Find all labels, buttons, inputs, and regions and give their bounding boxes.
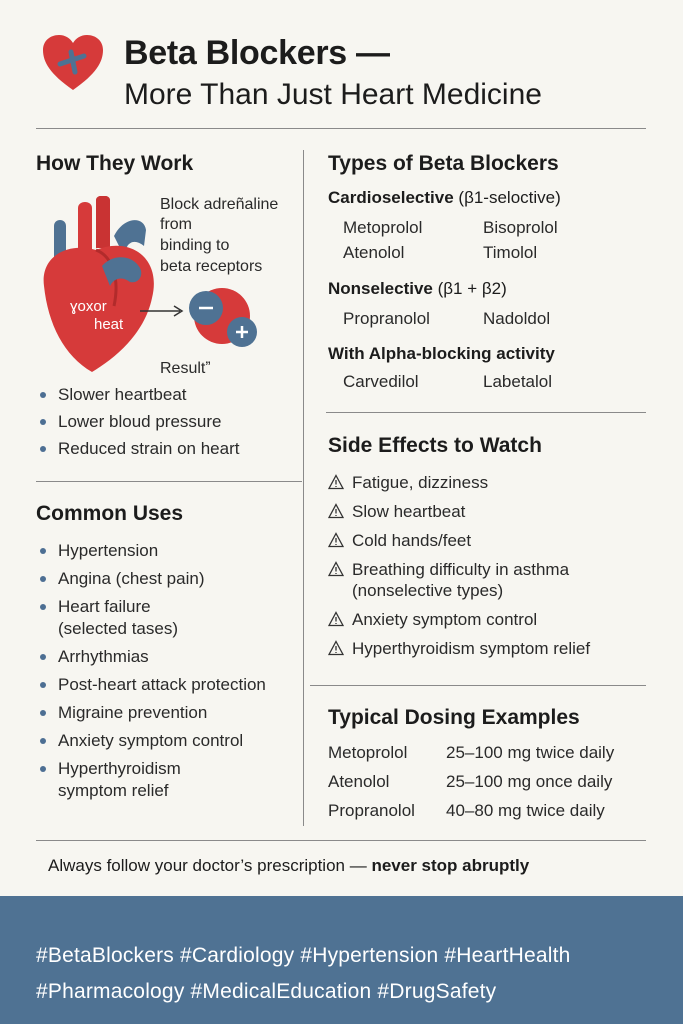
heart-logo-icon xyxy=(40,32,106,94)
list-item: Migraine prevention xyxy=(36,702,266,724)
list-item: Heart failure(selected tases) xyxy=(36,596,266,640)
types-heading: Types of Beta Blockers xyxy=(328,152,559,175)
heart-label-line1: ɣoxor xyxy=(70,298,107,315)
mechanism-line4: beta receptors xyxy=(160,258,263,275)
dosing-dose: 25–100 mg once daily xyxy=(446,772,613,791)
warning-icon xyxy=(328,503,344,519)
drug-name: Propranolol xyxy=(343,309,430,328)
mechanism-line3: binding to xyxy=(160,237,230,254)
results-list: Slower heartbeat Lower bloud pressure Re… xyxy=(36,384,239,460)
how-they-work-heading: How They Work xyxy=(36,152,194,175)
drug-name: Atenolol xyxy=(343,243,405,262)
warning-icon xyxy=(328,474,344,490)
hashtag-banner: #BetaBlockers #Cardiology #Hypertension … xyxy=(0,896,683,1024)
beta-receptor-icon xyxy=(186,286,266,350)
drug-name: Bisoprolol xyxy=(483,218,558,237)
cardioselective-label: Cardioselective (β1-seloctive) xyxy=(328,188,561,207)
nonselective-label: Nonselective (β1 + β2) xyxy=(328,279,507,298)
list-item: Post-heart attack protection xyxy=(36,674,266,696)
heart-illustration-icon xyxy=(34,195,164,376)
dosing-drug: Metoprolol xyxy=(328,743,408,762)
list-item: Lower bloud pressure xyxy=(36,411,239,433)
page-title: Beta Blockers — xyxy=(124,34,390,72)
arrow-right-icon xyxy=(140,304,186,318)
list-item: Breathing difficulty in asthma(nonselect… xyxy=(326,559,590,601)
list-item: Reduced strain on heart xyxy=(36,438,239,460)
side-effects-list: Fatigue, dizziness Slow heartbeat Cold h… xyxy=(326,472,590,659)
hashtags-line1: #BetaBlockers #Cardiology #Hypertension … xyxy=(36,944,571,967)
hashtags-line2: #Pharmacology #MedicalEducation #DrugSaf… xyxy=(36,980,497,1003)
list-item: Anxiety symptom control xyxy=(326,609,590,630)
list-item: Angina (chest pain) xyxy=(36,568,266,590)
warning-icon xyxy=(328,561,344,577)
dosing-drug: Propranolol xyxy=(328,801,415,820)
result-label: Resultˮ xyxy=(160,360,211,377)
drug-name: Metoprolol xyxy=(343,218,423,237)
mechanism-line1: Block adreñaline xyxy=(160,196,279,213)
drug-name: Carvedilol xyxy=(343,372,419,391)
column-divider xyxy=(303,150,304,826)
common-uses-list: Hypertension Angina (chest pain) Heart f… xyxy=(36,540,266,802)
list-item: Fatigue, dizziness xyxy=(326,472,590,493)
common-uses-heading: Common Uses xyxy=(36,502,184,525)
footer-divider xyxy=(36,840,646,841)
footer-note: Always follow your doctor’s prescription… xyxy=(48,856,530,875)
list-item: Hyperthyroidism symptom relief xyxy=(326,638,590,659)
dosing-dose: 40–80 mg twice daily xyxy=(446,801,605,820)
list-item: Hypertension xyxy=(36,540,266,562)
right-section-divider-2 xyxy=(310,685,646,686)
right-section-divider-1 xyxy=(326,412,646,413)
alpha-blocking-label: With Alpha-blocking activity xyxy=(328,344,555,363)
dosing-drug: Atenolol xyxy=(328,772,390,791)
drug-name: Nadoldol xyxy=(483,309,551,328)
heart-label-line2: heat xyxy=(94,316,124,333)
drug-name: Timolol xyxy=(483,243,538,262)
warning-icon xyxy=(328,611,344,627)
list-item: Slower heartbeat xyxy=(36,384,239,406)
list-item: Slow heartbeat xyxy=(326,501,590,522)
dosing-dose: 25–100 mg twice daily xyxy=(446,743,615,762)
left-section-divider xyxy=(36,481,302,482)
side-effects-heading: Side Effects to Watch xyxy=(328,434,542,457)
list-item: Cold hands/feet xyxy=(326,530,590,551)
dosing-heading: Typical Dosing Examples xyxy=(328,706,580,729)
warning-icon xyxy=(328,532,344,548)
drug-name: Labetalol xyxy=(483,372,553,391)
list-item: Arrhythmias xyxy=(36,646,266,668)
mechanism-line2: from xyxy=(160,216,192,233)
list-item: Anxiety symptom control xyxy=(36,730,266,752)
page-subtitle: More Than Just Heart Medicine xyxy=(124,78,542,111)
warning-icon xyxy=(328,640,344,656)
header-divider xyxy=(36,128,646,129)
